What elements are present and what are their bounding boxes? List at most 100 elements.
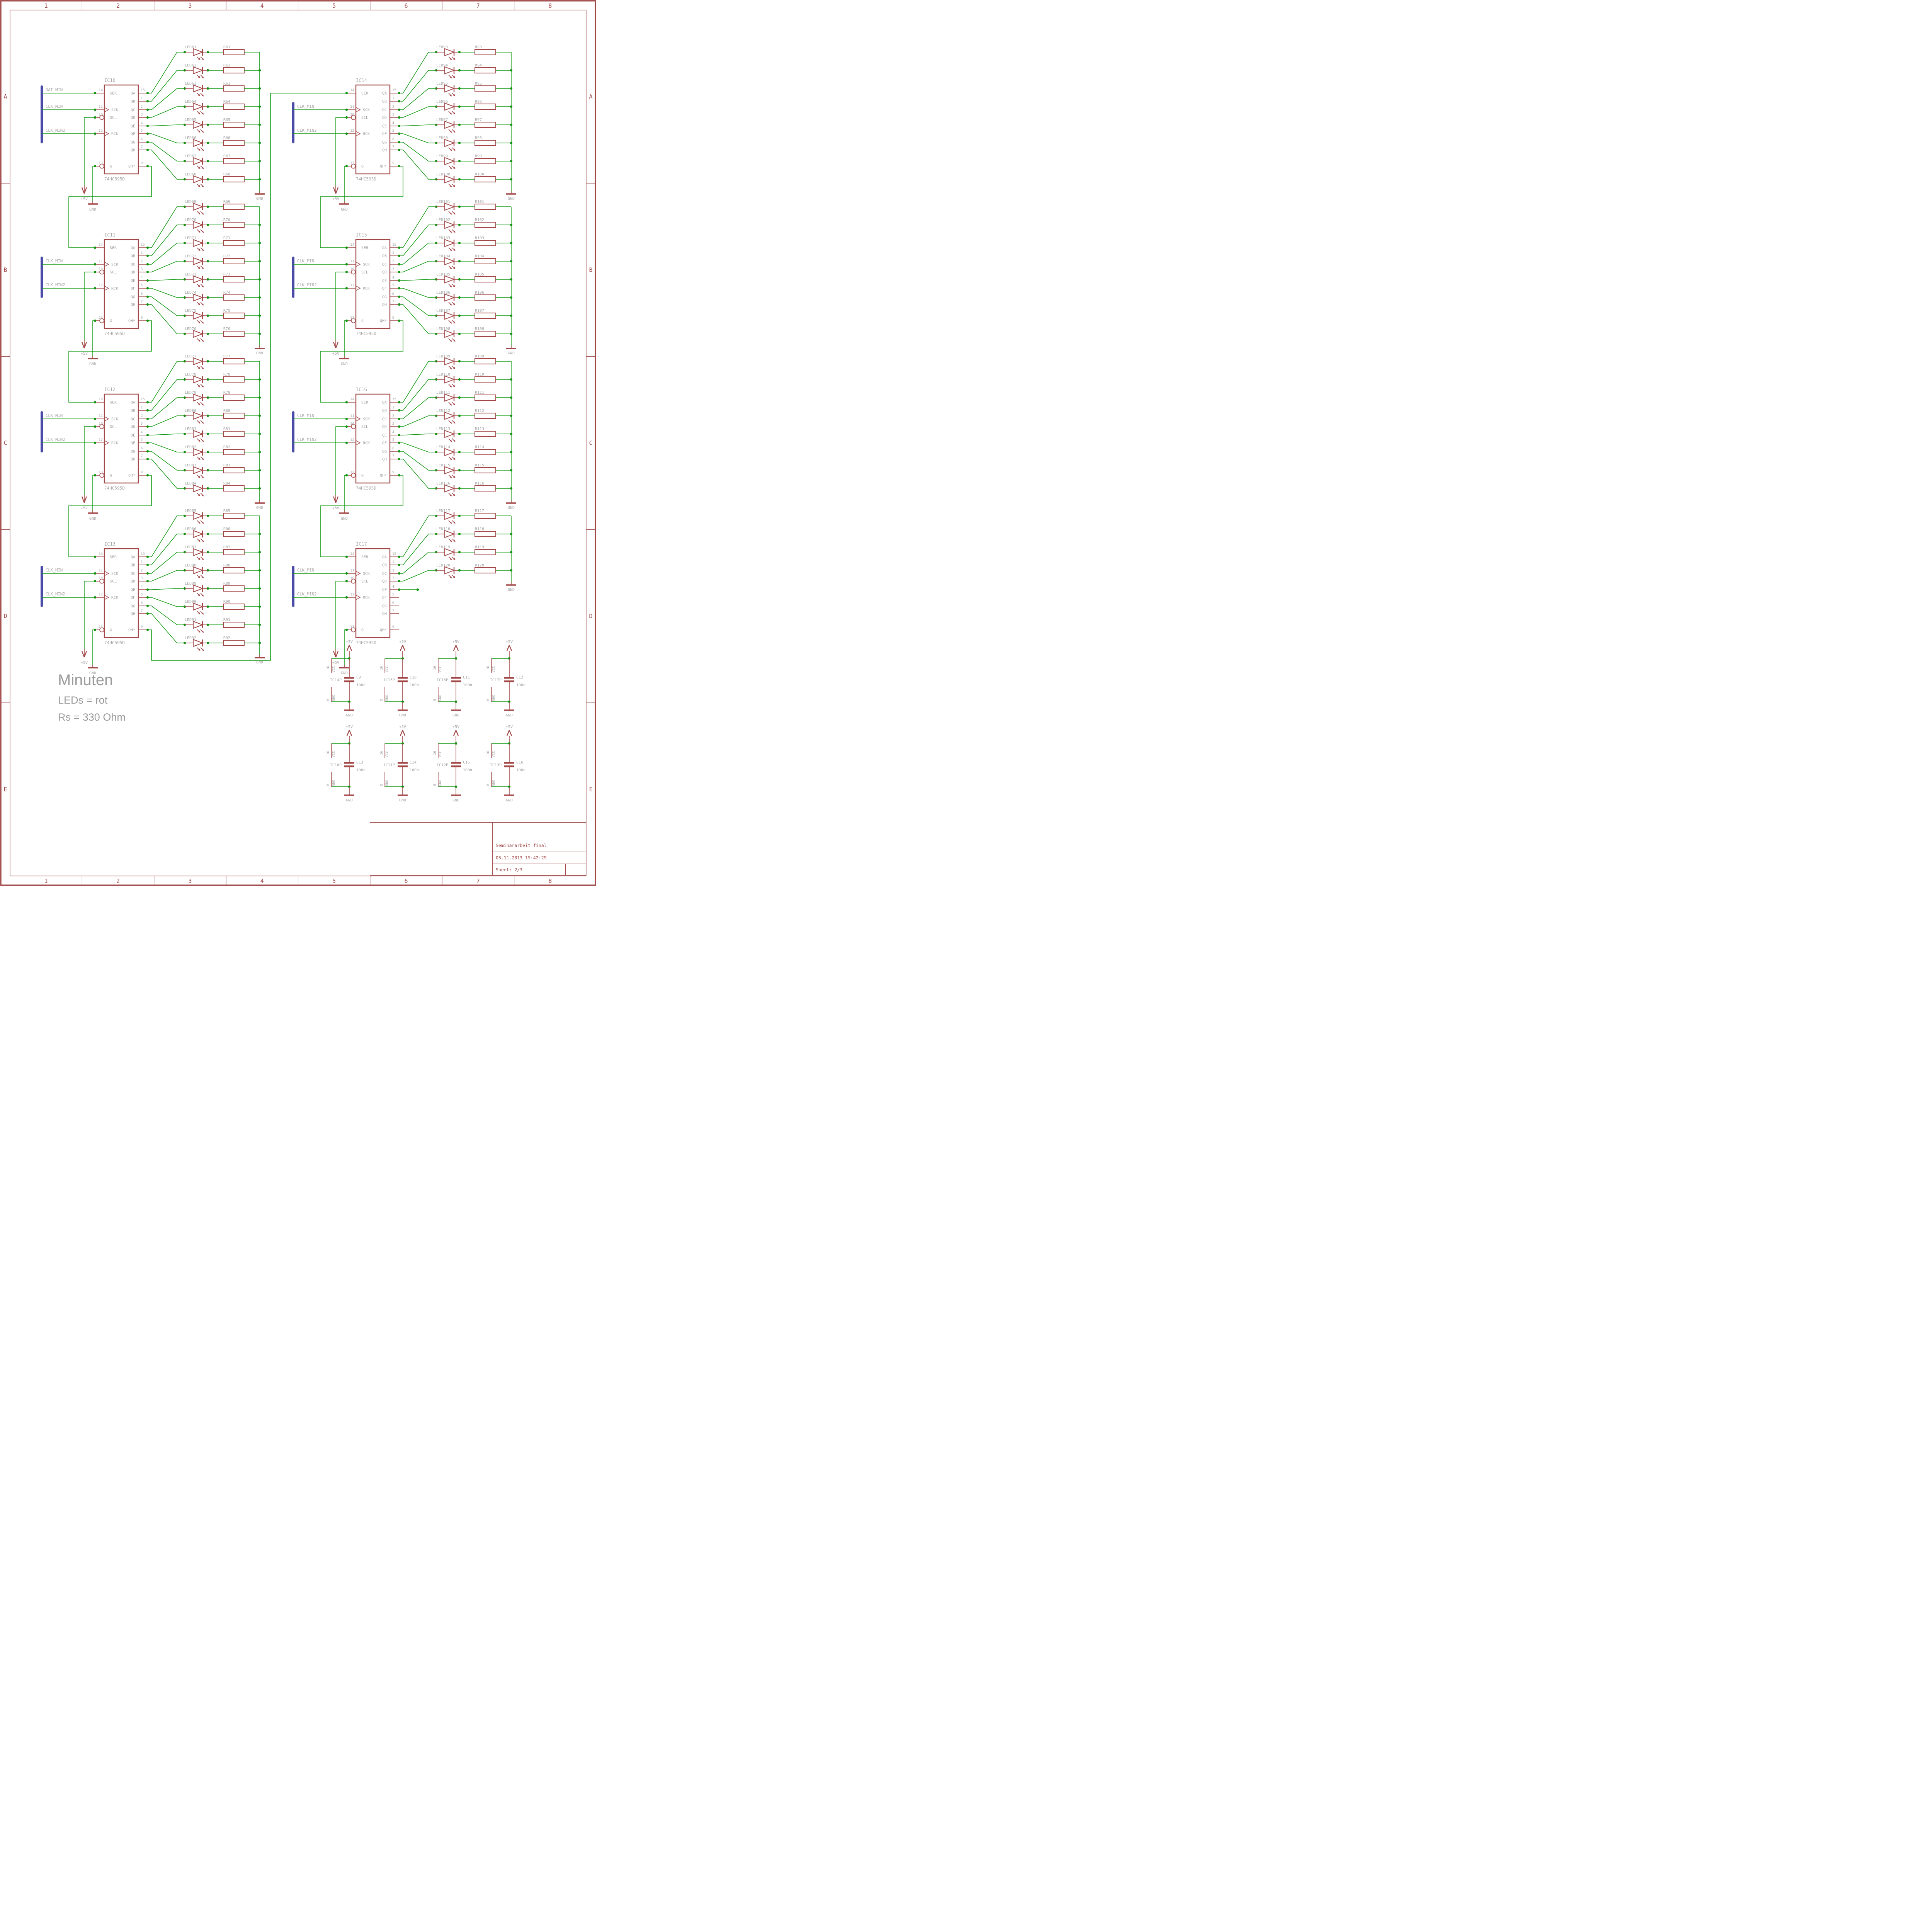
frame-col-label: 5 <box>332 878 336 884</box>
capacitor-icon <box>398 762 408 764</box>
led-label: LED91 <box>185 618 196 622</box>
pin-number: 3 <box>141 267 143 271</box>
resistor-label: R118 <box>475 527 484 531</box>
pin-number: 13 <box>350 316 354 320</box>
led-light-arrow-icon <box>450 403 452 405</box>
pin-name: QF <box>382 132 387 136</box>
pin-name: QH <box>382 457 387 462</box>
led-light-arrow-icon <box>453 213 455 214</box>
pin-name: QH <box>131 303 135 307</box>
pin-name: QD <box>382 116 387 120</box>
capacitor-icon <box>344 762 354 764</box>
output-fan-wire <box>148 361 185 403</box>
output-fan-wire <box>399 304 436 334</box>
inverted-pin-icon <box>351 473 356 478</box>
pin-number: 1 <box>141 97 143 100</box>
pin-number: 13 <box>350 162 354 165</box>
pin-name: GND <box>439 695 442 701</box>
capacitor-icon <box>398 677 408 679</box>
net-label: CLK_MIN2 <box>46 283 65 287</box>
inverted-pin-icon <box>351 163 356 169</box>
pin-number: 7 <box>392 609 394 613</box>
ic-part-number: 74HC595D <box>356 331 376 336</box>
vcc-arrow-icon <box>333 651 337 658</box>
pin-number: 8 <box>486 699 490 701</box>
led-light-arrow-icon <box>198 594 200 596</box>
led-icon <box>444 175 455 184</box>
resistor-label: R100 <box>475 172 484 177</box>
pin-number: 6 <box>392 138 394 141</box>
pin-number: 6 <box>141 601 143 605</box>
resistor-icon <box>223 640 245 646</box>
led-light-arrow-icon <box>198 231 200 233</box>
led-light-arrow-icon <box>450 385 452 387</box>
resistor-icon <box>474 358 496 364</box>
junction-dot <box>94 441 97 444</box>
led-icon <box>444 412 455 420</box>
resistor-icon <box>223 395 245 401</box>
pin-name: QH <box>382 303 387 307</box>
led-light-arrow-icon <box>453 58 455 60</box>
pin-name: QB <box>131 100 135 104</box>
net-label: CLK_MIN <box>46 413 63 418</box>
led-light-arrow-icon <box>198 458 200 460</box>
ic-body <box>104 84 139 175</box>
junction-dot <box>94 108 97 111</box>
pin-name: QA <box>382 246 387 250</box>
pin-name: G <box>110 319 112 323</box>
net-label: CLK_MIN <box>297 413 314 418</box>
pin-number: 7 <box>141 300 143 304</box>
vcc-label: +5V <box>452 640 459 644</box>
resistor-label: R63 <box>223 82 230 86</box>
pin-name: GND <box>332 695 336 701</box>
led-label: LED67 <box>185 154 196 158</box>
output-fan-wire <box>399 379 436 411</box>
led-icon <box>444 121 455 129</box>
vcc-wire <box>84 117 95 185</box>
frame-row-label: A <box>3 93 7 100</box>
led-light-arrow-icon <box>453 285 455 287</box>
vcc-label: +5V <box>81 197 88 201</box>
frame-row-label: B <box>589 266 592 273</box>
pin-name: RCK <box>363 132 370 136</box>
resistor-icon <box>474 49 496 55</box>
pin-number: 11 <box>99 569 103 573</box>
pin-number: 3 <box>392 422 394 426</box>
pin-number: 5 <box>141 284 143 287</box>
ic-group-IC17: CLK_MINCLK_MIN2IC1774HC595D14SER11SCK10S… <box>292 509 516 675</box>
led-icon <box>193 566 204 575</box>
pin-name: QG <box>382 295 387 299</box>
pin-name: VCC <box>439 751 442 757</box>
pin-name: QH <box>382 148 387 153</box>
output-fan-wire <box>148 224 185 256</box>
output-fan-wire <box>148 613 185 643</box>
resistor-label: R62 <box>223 63 230 68</box>
net-bus-bar <box>292 411 294 452</box>
led-label: LED101 <box>436 200 450 204</box>
notes-resistor-value: Rs = 330 Ohm <box>58 711 126 723</box>
pin-name: SER <box>361 555 369 560</box>
net-label: CLK_MIN2 <box>297 592 317 597</box>
pin-name: QF <box>382 596 387 600</box>
pin-number: 4 <box>141 276 143 280</box>
pin-number: 10 <box>99 422 103 426</box>
pin-name: QB <box>382 100 387 104</box>
pin-name: QD <box>131 270 135 275</box>
pin-name: SCL <box>110 270 117 275</box>
pin-name: VCC <box>332 666 336 672</box>
resistor-icon <box>223 331 245 337</box>
led-light-arrow-icon <box>202 494 204 496</box>
led-light-arrow-icon <box>453 76 455 78</box>
led-light-arrow-icon <box>198 285 200 287</box>
pin-name: QH <box>382 612 387 616</box>
led-label: LED92 <box>185 636 196 640</box>
resistor-label: R109 <box>475 354 484 359</box>
capacitor-icon <box>504 765 514 767</box>
pin-name: RCK <box>363 596 370 600</box>
vcc-arrow-icon <box>455 730 459 736</box>
led-light-arrow-icon <box>202 303 204 305</box>
vcc-arrow-icon <box>509 645 512 651</box>
led-icon <box>193 257 204 265</box>
pin-number: 7 <box>392 145 394 149</box>
